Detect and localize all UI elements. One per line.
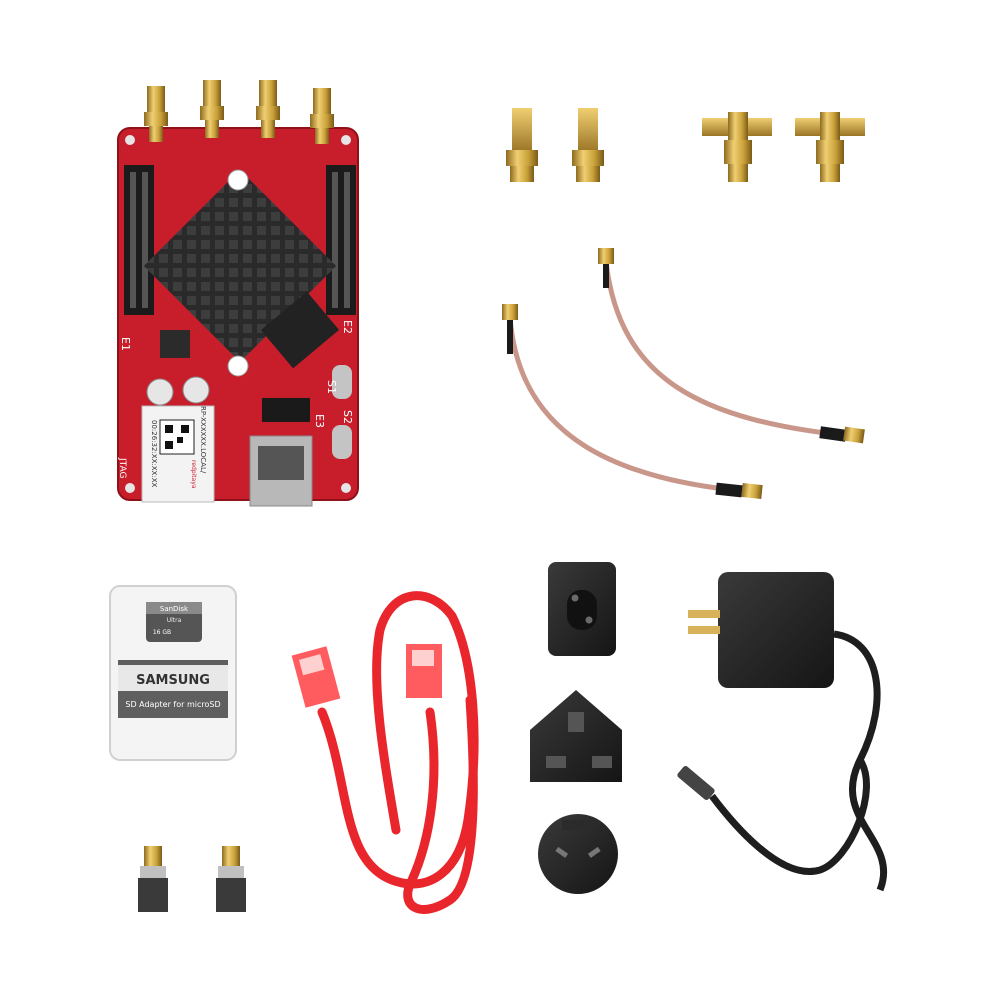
sma-bnc-adapter xyxy=(138,846,168,912)
silk-e2: E2 xyxy=(341,320,354,334)
adapter-brand: SAMSUNG xyxy=(136,673,210,688)
silk-s2: S2 xyxy=(341,410,354,424)
eu-plug-adapter xyxy=(548,562,616,656)
usb-c-power-supply xyxy=(677,572,888,892)
sma-connectors-top xyxy=(144,80,334,144)
coax-cable xyxy=(598,248,865,444)
label-mac-text: 00:26:32:XX:XX:XX xyxy=(150,420,158,487)
silk-jtag: JTAG xyxy=(117,457,127,478)
sd-card-case: SanDisk Ultra 16 GB SAMSUNG SD Adapter f… xyxy=(109,585,237,761)
sd-line: Ultra xyxy=(167,617,182,624)
sma-tee-adapter xyxy=(795,112,865,182)
label-brand-text: redpitaya xyxy=(190,460,197,489)
sd-brand: SanDisk xyxy=(160,605,189,613)
sd-capacity: 16 GB xyxy=(153,629,171,636)
red-pitaya-board: RP-XXXXXX.LOCAL/ 00:26:32:XX:XX:XX redpi… xyxy=(117,80,359,507)
ram-chip xyxy=(260,291,340,369)
mount-hole xyxy=(227,169,249,191)
usb-c-port-s1 xyxy=(332,365,352,399)
label-id-text: RP-XXXXXX.LOCAL/ xyxy=(199,406,207,474)
sma-bnc-adapter xyxy=(216,846,246,912)
board-label: RP-XXXXXX.LOCAL/ 00:26:32:XX:XX:XX redpi… xyxy=(141,405,215,503)
usb-c-port-s2 xyxy=(332,425,352,459)
silk-e1: E1 xyxy=(119,337,132,351)
rj45-plug xyxy=(291,646,341,708)
ethernet-cable xyxy=(317,591,479,914)
coax-cable xyxy=(502,304,763,500)
sma-terminator xyxy=(572,108,604,182)
sma-terminator xyxy=(506,108,538,182)
extension-header-e1 xyxy=(124,165,154,315)
uk-plug-adapter xyxy=(530,690,622,782)
extension-header-e2 xyxy=(326,165,356,315)
rj45-plug xyxy=(406,644,442,698)
silk-e3: E3 xyxy=(313,414,326,428)
sma-tee-adapter xyxy=(702,112,772,182)
silk-s1: S1 xyxy=(325,380,338,394)
au-plug-adapter xyxy=(538,814,618,894)
chip xyxy=(160,330,190,358)
adapter-text: SD Adapter for microSD xyxy=(125,700,220,709)
